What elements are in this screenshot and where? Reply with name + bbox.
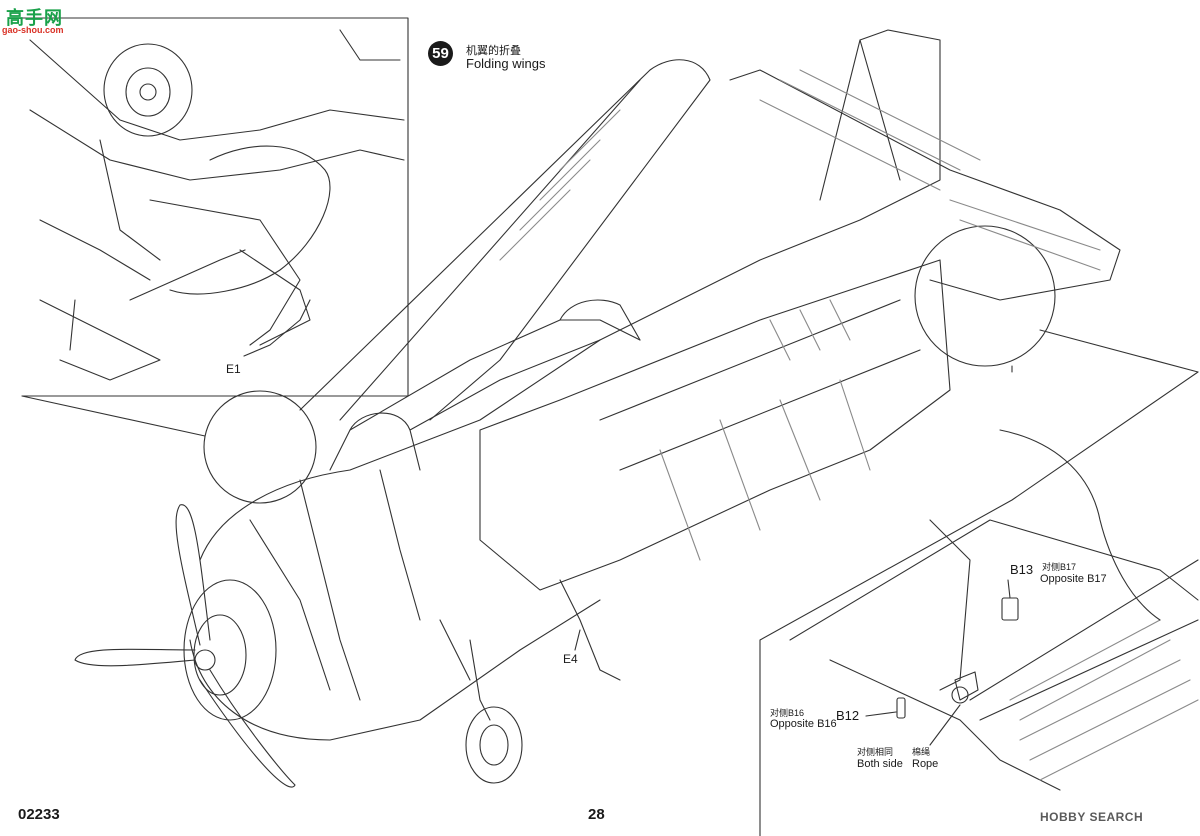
rope-en: Rope <box>912 758 939 770</box>
leader-b13 <box>1007 579 1011 599</box>
watermark-hobbysearch: HOBBY SEARCH <box>1040 810 1144 824</box>
inset-landing-gear-detail <box>21 17 409 397</box>
leader-e4 <box>574 629 581 651</box>
rope-cn: 棉绳 <box>912 747 931 757</box>
inset-wing-fold-detail <box>759 371 1199 836</box>
leader-rope <box>929 704 961 746</box>
part-note-b12-cn: 对侧B16 <box>770 708 805 718</box>
both-side-cn: 对侧相同 <box>857 747 894 757</box>
page-number: 28 <box>588 806 605 823</box>
both-side-en: Both side <box>857 758 903 770</box>
callout-line-left <box>21 395 206 437</box>
part-label-e1: E1 <box>226 362 241 376</box>
aircraft-landing-gear <box>439 579 621 784</box>
part-note-b13-cn: 对侧B17 <box>1042 562 1077 572</box>
part-note-b12-en: Opposite B16 <box>770 718 837 730</box>
aircraft-tail <box>729 29 1121 301</box>
aircraft-folded-wing <box>299 59 711 421</box>
part-note-b13-en: Opposite B17 <box>1040 573 1107 585</box>
part-label-e4: E4 <box>563 652 578 666</box>
aircraft-propeller <box>74 504 296 788</box>
part-label-b12: B12 <box>836 708 860 723</box>
step-title-en: Folding wings <box>466 56 546 71</box>
detail-circle-right <box>914 225 1056 367</box>
step-title-cn: 机翼的折叠 <box>466 45 521 57</box>
aircraft-fuselage <box>183 199 901 741</box>
leader-b12 <box>865 711 897 717</box>
watermark-logo: 高手网 gao-shou.com <box>2 4 78 36</box>
callout-line-right <box>1039 329 1199 373</box>
aircraft-main-wing <box>479 259 951 591</box>
leader-e1 <box>243 299 311 357</box>
part-label-b13: B13 <box>1010 562 1034 577</box>
watermark-site-name: 高手网 <box>6 8 63 28</box>
product-code: 02233 <box>18 806 60 823</box>
detail-circle-left <box>203 390 317 504</box>
watermark-site-url: gao-shou.com <box>2 25 64 35</box>
step-number-badge: 59 <box>428 41 453 66</box>
